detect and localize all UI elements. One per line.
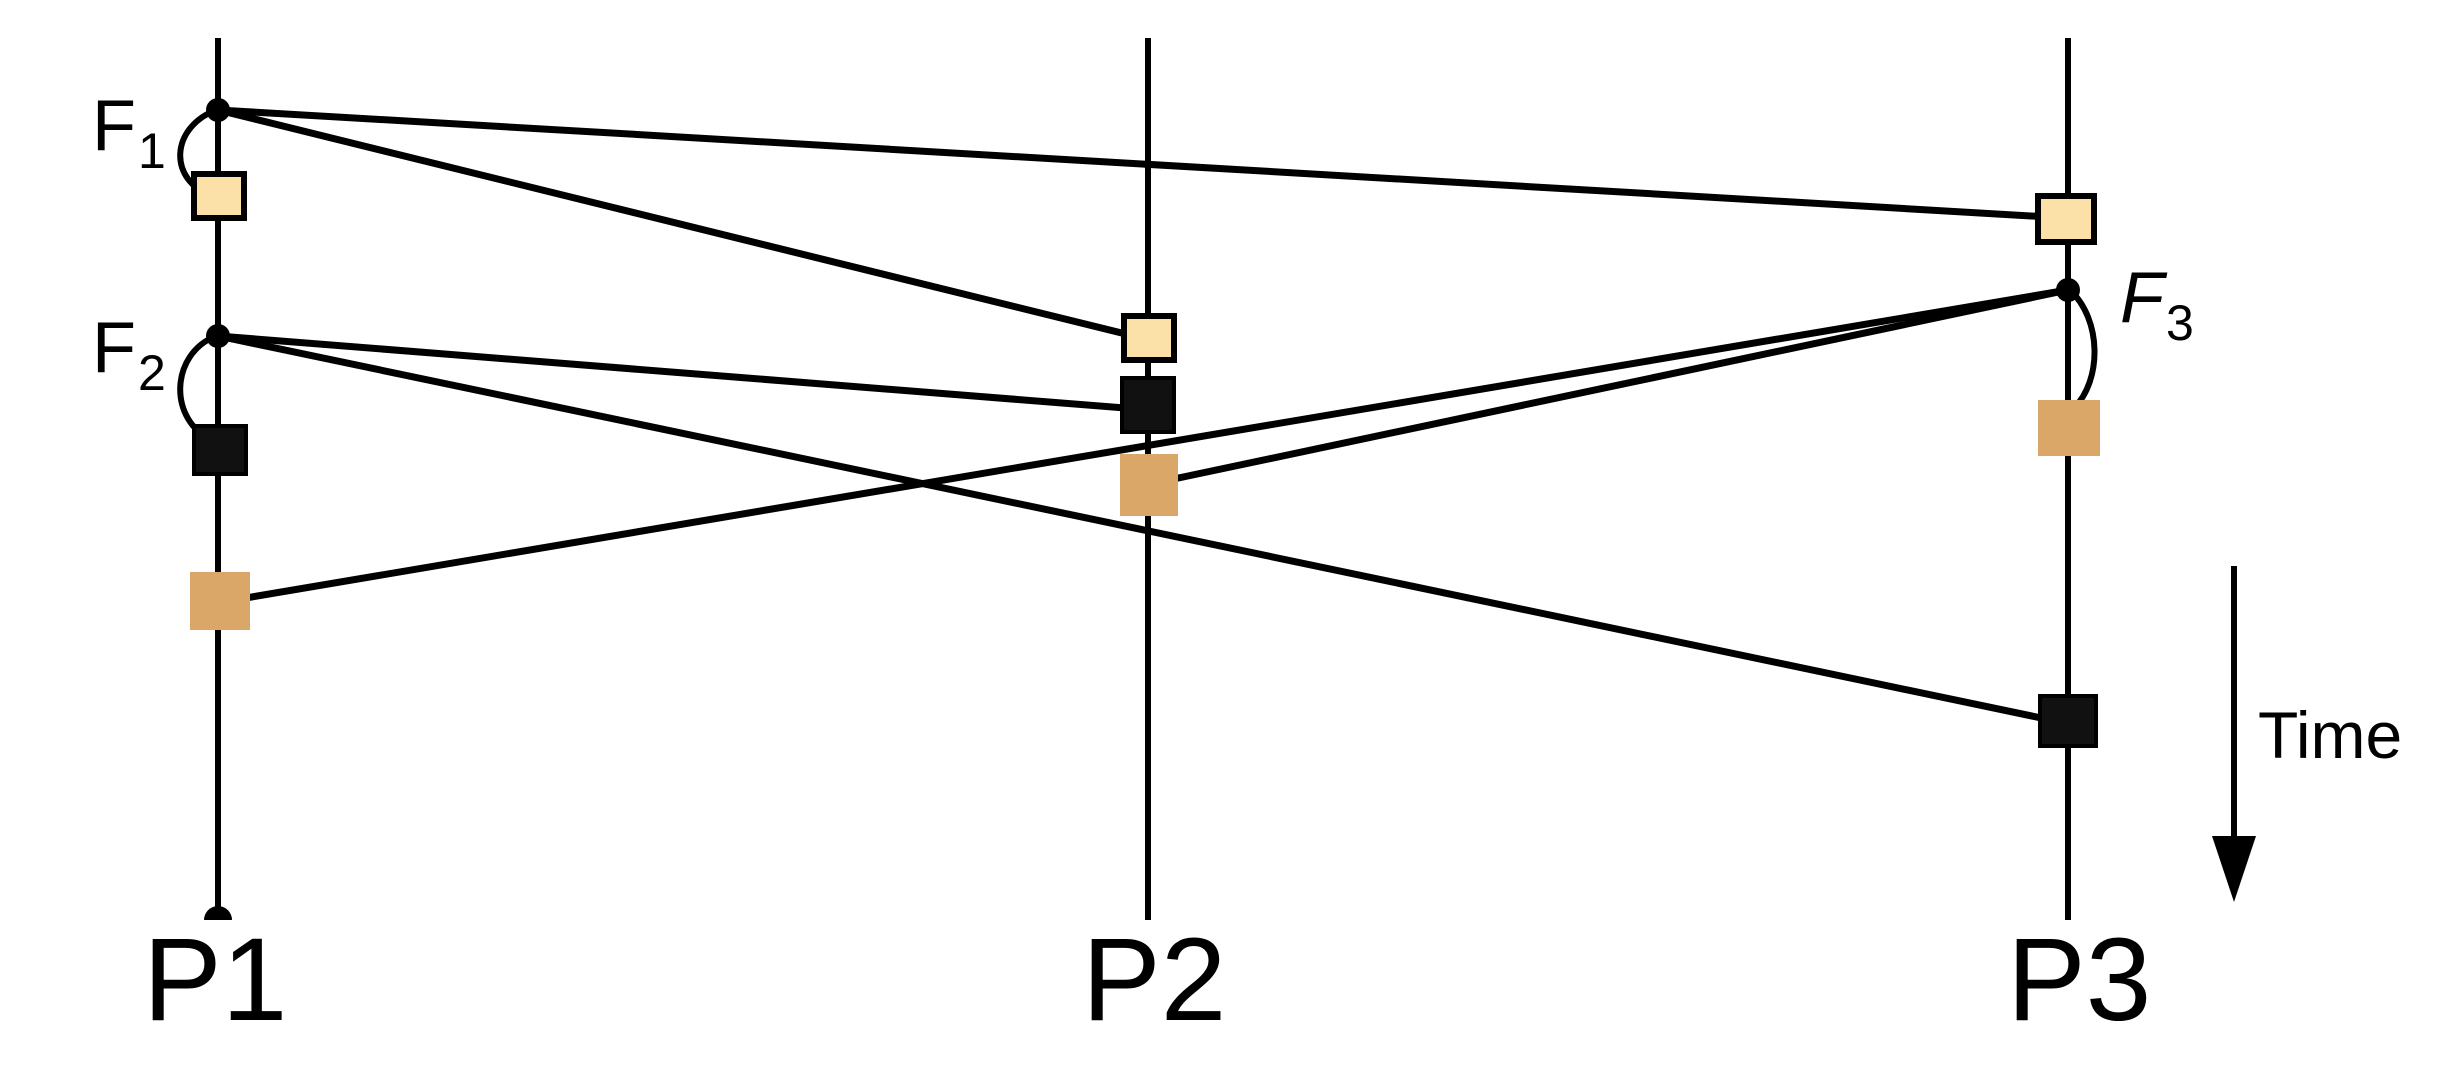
process-label-p1: P1 [143,914,287,1046]
message-f3-to-p3-arc [2067,287,2098,411]
process-label-p2: P2 [1082,914,1226,1046]
flush-f1-label: F1 [92,86,166,179]
flush-f3-dot [2056,278,2080,302]
flush-f3-label: F3 [2120,258,2194,351]
time-label: Time [2258,698,2402,772]
process-label-p3: P3 [2007,914,2151,1046]
message-f1-to-p3 [214,106,2070,222]
delivery-f2-p2-box [1120,376,1176,434]
flush-f2-dot [206,324,230,348]
flush-f1-dot [206,98,230,122]
time-arrow-head [2212,836,2256,902]
delivery-f2-p3-box [2038,694,2098,748]
timeline-p1-end-dot [204,906,232,920]
delivery-f1-p3-box [2035,193,2097,245]
flush-f2-label: F2 [92,308,166,401]
delivery-f1-p1-box [191,171,247,221]
delivery-f3-p2-box [1120,454,1178,516]
delivery-f2-p1-box [192,424,248,476]
message-f2-to-p2 [214,332,1154,414]
message-f3-to-p2 [1146,286,2072,488]
message-f2-to-p3 [214,332,2074,728]
delivery-f1-p2-box [1121,313,1177,363]
delivery-f3-p1-box [190,572,250,630]
message-f3-to-p1 [218,286,2072,606]
delivery-f3-p3-box [2038,400,2100,456]
message-f1-to-p2 [214,106,1154,344]
